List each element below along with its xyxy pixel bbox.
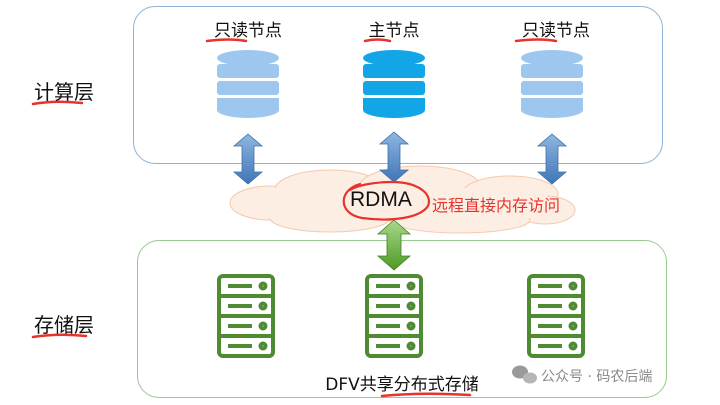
server-icon-left bbox=[217, 274, 275, 358]
underline-readonly-right bbox=[514, 38, 558, 43]
node-label-readonly-left: 只读节点 bbox=[214, 21, 282, 41]
server-icon-right bbox=[527, 274, 585, 358]
node-label-readonly-right: 只读节点 bbox=[522, 21, 590, 41]
storage-layer-label: 存储层 bbox=[34, 313, 94, 337]
rdma-label: RDMA bbox=[350, 188, 412, 211]
node-label-primary: 主节点 bbox=[368, 21, 420, 41]
watermark-text: 公众号 · 码农后端 bbox=[541, 369, 653, 385]
underline-compute-layer bbox=[31, 100, 84, 106]
rdma-circle-mark bbox=[342, 180, 431, 221]
compute-layer-label: 计算层 bbox=[34, 80, 94, 104]
server-icon-middle bbox=[365, 274, 423, 358]
storage-layer-box bbox=[137, 240, 667, 398]
underline-storage bbox=[380, 392, 472, 398]
wechat-icon bbox=[512, 365, 537, 384]
underline-readonly-left bbox=[205, 38, 248, 43]
rdma-cloud bbox=[229, 165, 576, 234]
database-icon-readonly-left bbox=[217, 50, 279, 118]
database-icon-primary bbox=[363, 50, 425, 118]
underline-primary bbox=[363, 38, 392, 43]
compute-arrow-left bbox=[232, 133, 264, 185]
rdma-annotation: 远程直接内存访问 bbox=[432, 196, 561, 215]
compute-arrow-right bbox=[536, 133, 568, 185]
underline-storage-layer bbox=[31, 333, 88, 339]
storage-system-label: DFV共享分布式存储 bbox=[325, 375, 479, 395]
storage-arrow bbox=[376, 219, 412, 271]
database-icon-readonly-right bbox=[521, 50, 583, 118]
